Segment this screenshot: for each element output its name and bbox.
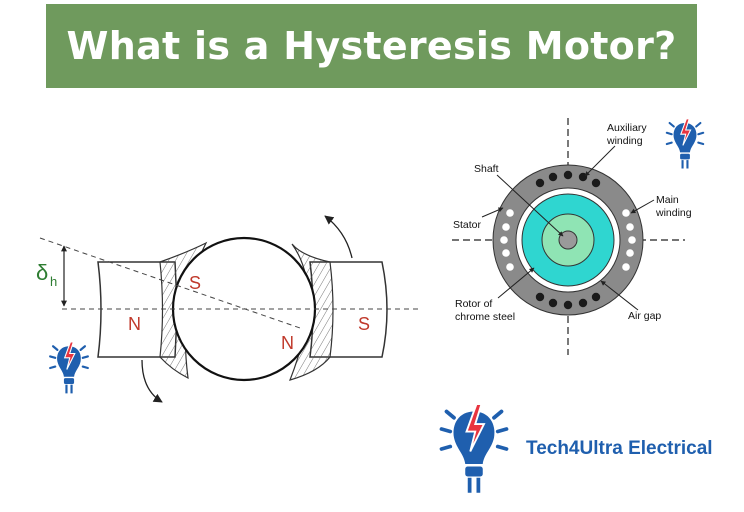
left-pole-label: N xyxy=(128,314,141,334)
main-winding-label-1: Main xyxy=(656,194,679,206)
field-axis xyxy=(39,237,301,329)
aux-winding-label-2: winding xyxy=(606,135,643,147)
motor-cross-section: Shaft Auxiliary winding Main winding Sta… xyxy=(452,118,692,355)
stator-leader xyxy=(481,207,504,218)
page-title: What is a Hysteresis Motor? xyxy=(66,24,677,68)
shaft-label: Shaft xyxy=(474,163,499,175)
main-winding-label-2: winding xyxy=(655,207,692,219)
stator-label: Stator xyxy=(453,219,482,231)
shaft xyxy=(558,230,578,250)
angle-subscript: h xyxy=(50,274,57,289)
main-winding-leader xyxy=(630,199,655,214)
air-gap-label: Air gap xyxy=(628,310,661,322)
brand-name: Tech4Ultra Electrical xyxy=(526,438,713,459)
aux-winding-leader xyxy=(584,145,616,177)
lightbulb-plug-icon-top-right xyxy=(665,117,705,170)
rotation-arrow-bottom xyxy=(141,359,163,403)
right-pole-label: S xyxy=(358,314,370,334)
hysteresis-pole-diagram: δ h N S S N xyxy=(36,215,422,403)
rotor-top-label: S xyxy=(189,273,201,293)
title-banner: What is a Hysteresis Motor? xyxy=(46,4,697,88)
rotor-leader xyxy=(497,267,535,299)
rotation-arrow-top xyxy=(324,215,353,259)
angle-symbol: δ xyxy=(36,260,48,285)
main-windings xyxy=(500,209,636,271)
auxiliary-windings xyxy=(535,170,601,310)
aux-winding-label-1: Auxiliary xyxy=(607,122,647,134)
rotor-label-1: Rotor of xyxy=(455,298,492,310)
shaft-leader xyxy=(496,174,564,237)
air-gap-leader xyxy=(600,280,639,311)
rotor-bottom-label: N xyxy=(281,333,294,353)
lightbulb-plug-icon-left xyxy=(49,340,89,395)
rotor-label-2: chrome steel xyxy=(455,311,515,323)
lightbulb-plug-icon-brand xyxy=(439,402,509,495)
